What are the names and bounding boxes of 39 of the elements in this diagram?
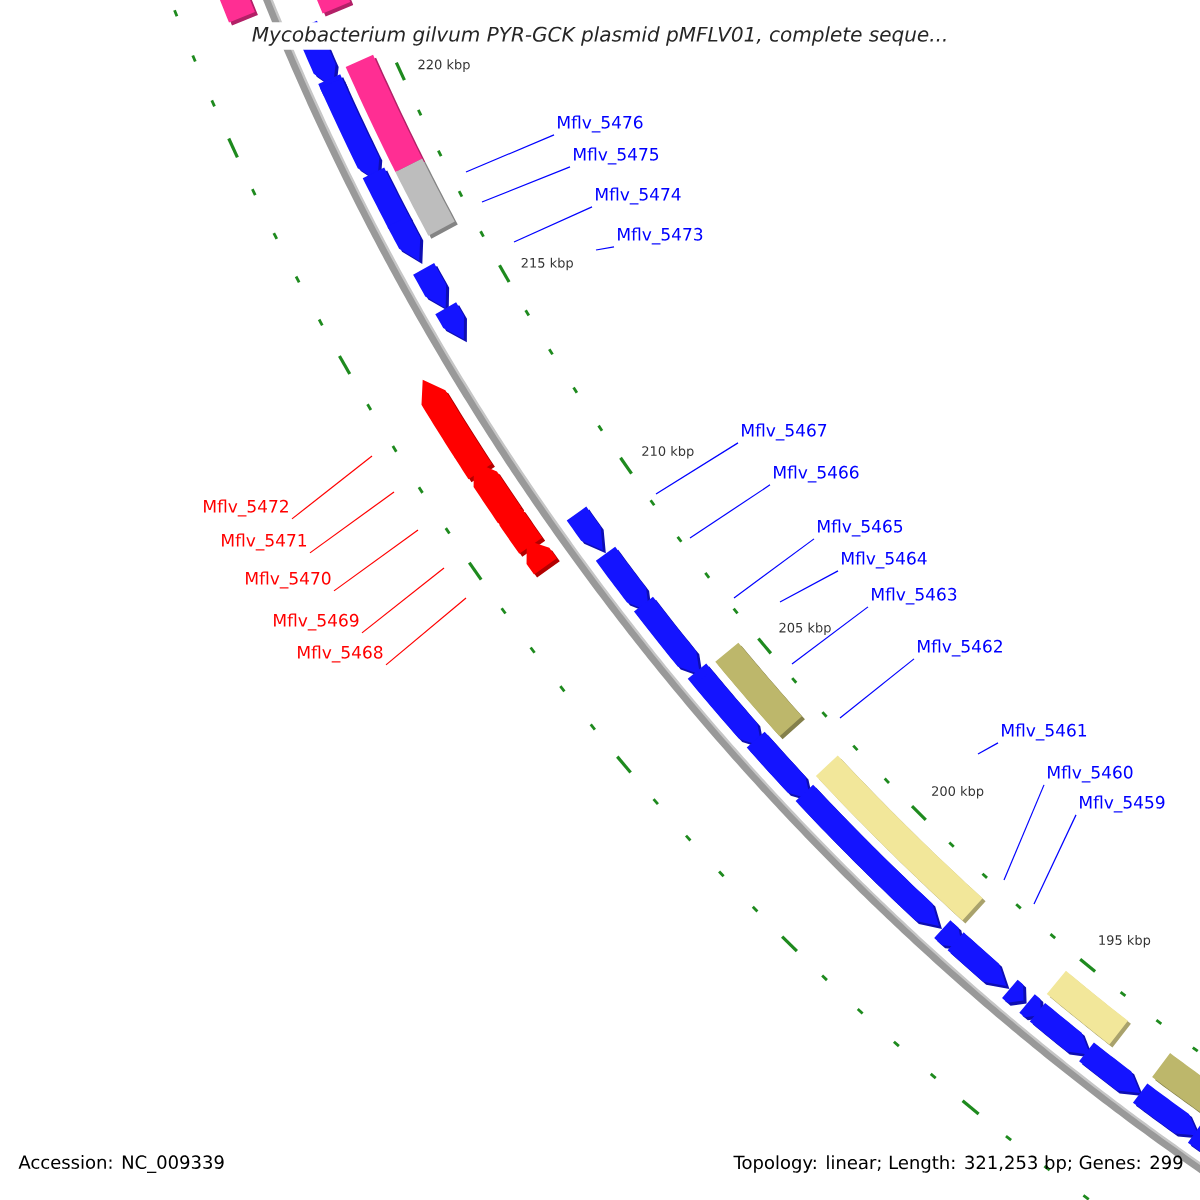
gene-label: Mflv_5466: [774, 465, 859, 483]
gene-label: Mflv_5469: [274, 613, 359, 631]
gene-label: Mflv_5468: [298, 645, 383, 663]
gene-label: Mflv_5471: [222, 533, 307, 551]
leader-line: [309, 491, 395, 554]
leader-line: [689, 484, 771, 539]
gene-label: Mflv_5465: [818, 519, 903, 537]
gene-label: Mflv_5462: [918, 639, 1002, 657]
gene-label: Mflv_5459: [1080, 795, 1165, 813]
gene-label: Mflv_5474: [596, 187, 681, 205]
gene-label: Mflv_5473: [618, 227, 703, 245]
leader-line: [465, 134, 555, 173]
gene-label: Mflv_5472: [204, 499, 288, 517]
leader-line: [291, 455, 373, 520]
gene-label: Mflv_5464: [842, 551, 927, 569]
leader-line: [595, 246, 615, 251]
leader-line: [791, 606, 869, 665]
leader-line: [481, 166, 571, 203]
leader-line: [1033, 814, 1077, 905]
gene-label: Mflv_5463: [872, 587, 957, 605]
title: Mycobacterium gilvum PYR-GCK plasmid pMFLV01, complete seque...: [247, 22, 953, 50]
leader-line: [361, 567, 445, 634]
leader-line: [385, 597, 467, 666]
leader-line: [977, 742, 999, 755]
leader-line: [513, 206, 593, 243]
leader-line: [839, 658, 915, 719]
leader-line: [779, 570, 839, 603]
gene-label: Mflv_5475: [574, 147, 659, 165]
leader-line: [1003, 784, 1045, 881]
gene-label: Mflv_5476: [558, 115, 643, 133]
gene-label: Mflv_5467: [742, 423, 827, 441]
gene-label: Mflv_5461: [1002, 723, 1087, 741]
leader-line: [655, 442, 739, 495]
leader-line: [733, 538, 815, 599]
footer-text: Topology: linear; Length: 321,253 bp; Genes: 299: [733, 1155, 1183, 1173]
leader-line: [333, 529, 419, 592]
gene-label: Mflv_5470: [246, 571, 331, 589]
footer-text: Accession: NC_009339: [18, 1155, 224, 1173]
gene-label: Mflv_5460: [1048, 765, 1133, 783]
